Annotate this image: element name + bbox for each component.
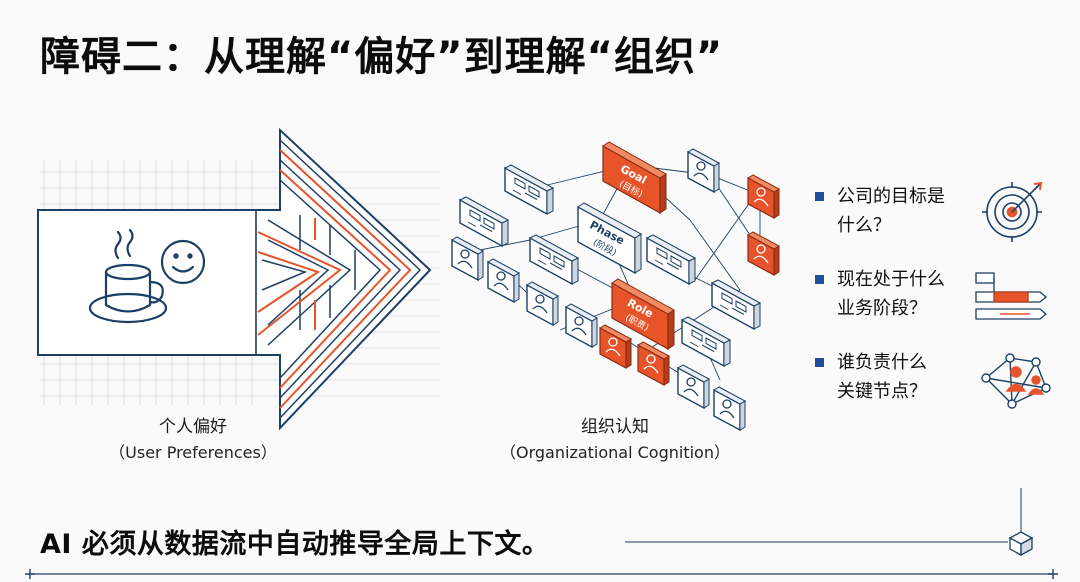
smiley-face-icon	[160, 239, 206, 285]
question-text: 谁负责什么 关键节点？	[837, 352, 927, 402]
right-caption: 组织认知 （Organizational Cognition）	[470, 414, 760, 466]
person-card	[565, 303, 598, 348]
phase-card: Phase (阶段)	[577, 202, 642, 275]
org-chart-card	[681, 316, 731, 367]
corner-plus-icon	[1048, 569, 1058, 579]
person-card	[747, 231, 780, 276]
person-card	[637, 341, 670, 386]
org-chart-card	[504, 164, 554, 215]
left-caption-zh: 个人偏好	[159, 417, 227, 437]
question-text: 现在处于什么 业务阶段？	[837, 269, 945, 319]
question-item: 公司的目标是 什么？	[815, 182, 985, 265]
bullet-marker	[815, 358, 824, 367]
org-chart-card	[459, 196, 509, 247]
person-card	[451, 236, 484, 281]
goal-card: Goal (目标)	[602, 141, 667, 215]
coffee-cup-icon	[88, 228, 168, 324]
person-card	[747, 174, 780, 219]
person-card	[487, 258, 520, 303]
role-card: Role (职责)	[611, 278, 675, 351]
left-caption-en: （User Preferences）	[109, 443, 277, 462]
right-caption-en: （Organizational Cognition）	[500, 443, 730, 462]
bottom-divider	[30, 488, 1052, 575]
question-list: 公司的目标是 什么？ 现在处于什么 业务阶段？ 谁负责什么 关键节点？	[815, 182, 985, 431]
bullet-marker	[815, 192, 824, 201]
person-card	[599, 324, 632, 369]
question-item: 现在处于什么 业务阶段？	[815, 265, 985, 348]
cube-icon	[1008, 531, 1034, 557]
org-chart-card	[529, 234, 579, 285]
bullet-marker	[815, 275, 824, 284]
org-chart-card	[646, 234, 696, 285]
person-card	[677, 364, 710, 409]
person-card	[526, 281, 559, 326]
person-card	[687, 148, 720, 193]
page-title: 障碍二：从理解“偏好”到理解“组织”	[40, 34, 724, 80]
right-caption-zh: 组织认知	[581, 417, 649, 437]
timeline-icon	[975, 272, 1048, 320]
left-caption: 个人偏好 （User Preferences）	[58, 414, 328, 466]
org-chart-card	[711, 279, 761, 330]
transformation-arrow	[37, 127, 432, 431]
network-people-icon	[981, 353, 1051, 409]
question-item: 谁负责什么 关键节点？	[815, 348, 985, 431]
bottom-conclusion: AI 必须从数据流中自动推导全局上下文。	[40, 529, 550, 560]
target-icon	[982, 181, 1043, 242]
question-text: 公司的目标是 什么？	[837, 186, 945, 236]
corner-plus-icon	[25, 569, 35, 579]
